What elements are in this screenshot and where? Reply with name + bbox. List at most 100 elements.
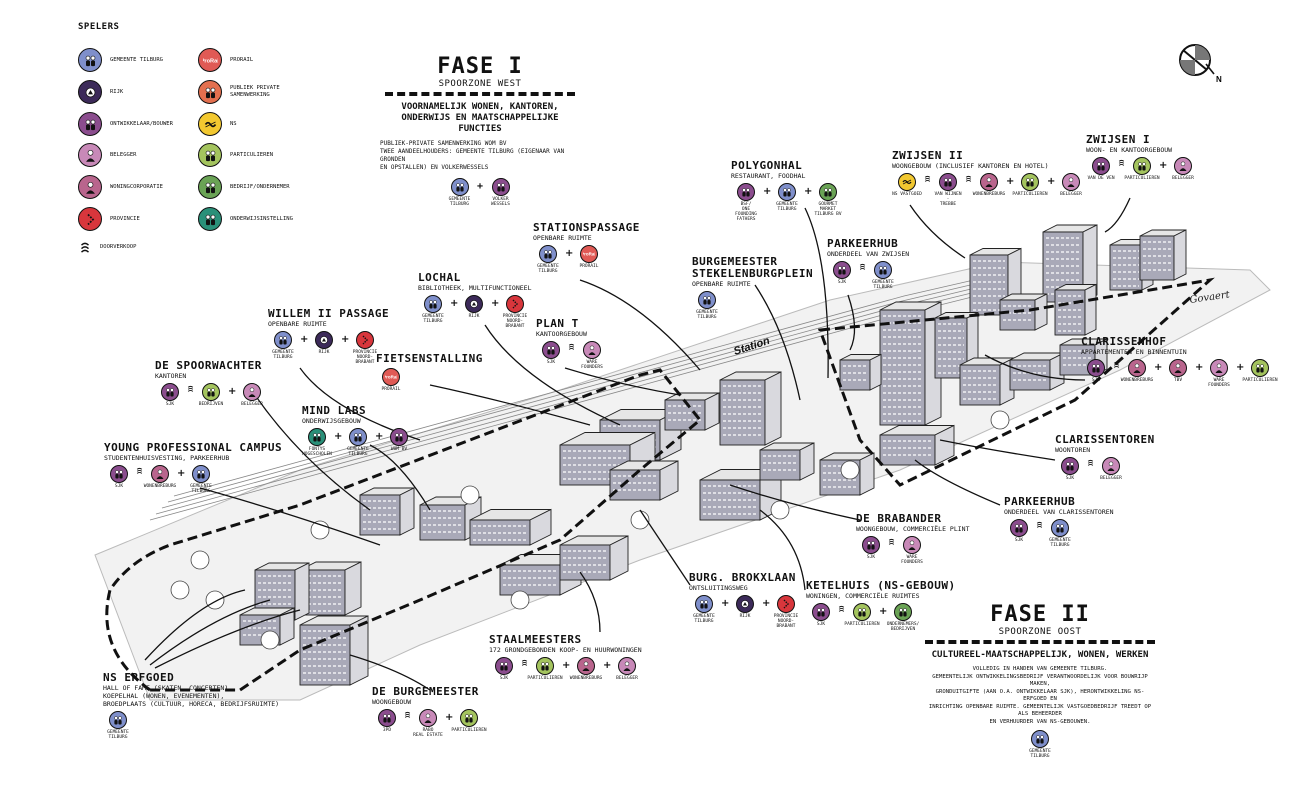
resale-link-icon [1118, 157, 1125, 176]
individuals-icon [536, 657, 554, 675]
project-title: Burgemeester Stekelenburgplein [692, 255, 814, 280]
legend-item-prorail: ProRailProRail [198, 48, 253, 72]
plus-sign: + [476, 181, 484, 192]
building-side [869, 353, 882, 391]
player-label: Gemeente Tilburg [537, 264, 559, 274]
resale-link-icon [1087, 457, 1094, 476]
project-title: Young Professional Campus [104, 441, 283, 454]
building-side [294, 562, 310, 621]
fase-1-purpose: Voornamelijk wonen, kantoren, onderwijs … [401, 102, 559, 134]
building-front [879, 434, 936, 466]
gemeente-tilburg-icon [698, 291, 716, 309]
player: WOM BV [384, 428, 414, 452]
developer-icon [1087, 359, 1105, 377]
tree [770, 500, 790, 520]
player: Particulieren [1242, 359, 1278, 383]
tree [990, 410, 1010, 430]
project-players: NS vastgoedVan Wijnen - TrebbeWonenbrebu… [892, 173, 1086, 207]
building-front [999, 299, 1036, 331]
player-label: Provincie Noord-Brabant [352, 350, 378, 365]
gemeente-tilburg-icon [349, 428, 367, 446]
leader-line [759, 509, 806, 591]
player-label: Bedrijven [198, 402, 224, 407]
developer-icon [939, 173, 957, 191]
prorail-logo-icon: ProRail [198, 48, 222, 72]
resale-link-icon [924, 173, 931, 192]
investor-icon [583, 341, 601, 359]
player-label: Rijk [468, 314, 480, 319]
building-front [759, 449, 801, 481]
compass-arrow [1205, 63, 1215, 75]
building-side [799, 442, 815, 481]
project-players: Fontys Hogescholen+Gemeente Tilburg+WOM … [302, 428, 414, 457]
fase-2-zone: Spoorzone Oost [998, 627, 1082, 637]
project-title: Parkeerhub [1004, 495, 1076, 508]
legend-item-label: NS [230, 120, 237, 127]
project-subtitle: Woontoren [1055, 446, 1091, 454]
player: Bedrijven [196, 383, 226, 407]
project-players: SJKGemeente Tilburg [827, 261, 909, 290]
project-ketelhuis: Ketelhuis (NS-gebouw)Woningen, commercië… [806, 580, 956, 633]
gemeente-tilburg-icon [695, 595, 713, 613]
building-front [879, 309, 926, 426]
player-label: Particulieren [1012, 192, 1048, 197]
player: Rijk [730, 595, 760, 619]
plus-sign: + [334, 431, 343, 442]
player: Gemeente Tilburg [186, 465, 216, 494]
player: Fontys Hogescholen [302, 428, 332, 457]
leader-line [729, 484, 861, 521]
project-subtitle: Restaurant, foodhal [731, 172, 806, 180]
gemeente-tilburg-icon [450, 178, 469, 196]
project-players: ProRailProRail [376, 368, 483, 392]
player-label: TBV [1173, 378, 1183, 383]
province-icon [777, 595, 795, 613]
player-label: Belegger [1172, 176, 1194, 181]
player-label: Ware Founders [581, 360, 603, 370]
svg-text:ProRail: ProRail [203, 58, 218, 64]
fase-2-description: Volledig in handen van Gemeente Tilburg.… [928, 666, 1152, 725]
project-subtitle: Bibliotheek, multifunctioneel [418, 284, 532, 292]
player-label: NS vastgoed [892, 192, 922, 197]
player-label: Gemeente Tilburg [696, 310, 718, 320]
player: Van de Ven [1086, 157, 1116, 181]
project-subtitle: Hall of Fame (skaten, concerten), Koepel… [103, 684, 280, 708]
compass-north-label: N [1216, 75, 1222, 84]
project-title: Polygonhal [731, 159, 803, 172]
player: SJK [827, 261, 857, 285]
gemeente-tilburg-icon [1031, 730, 1049, 748]
prorail-logo-icon: ProRail [580, 245, 598, 263]
project-polygonhal: PolygonhalRestaurant, foodhalBSF/ One Fo… [731, 159, 843, 223]
project-subtitle: Woon- en kantoorgebouw [1086, 146, 1173, 154]
plus-sign: + [1195, 362, 1204, 373]
player-label: Gemeente Tilburg [107, 730, 129, 740]
project-subtitle: Studentenhuisvesting, parkeerhub [104, 454, 230, 462]
project-clarissentoren: ClarissentorenWoontorenSJKBelegger [1055, 434, 1155, 482]
building-front [1109, 244, 1143, 291]
fase-1-zone: Spoorzone West [438, 79, 522, 89]
player: Gourmet Market Tilburg BV [813, 183, 843, 217]
building-front [1054, 289, 1086, 336]
individuals-icon [853, 603, 871, 621]
building-front [499, 564, 561, 596]
plus-sign: + [879, 606, 888, 617]
project-subtitle: Openbare ruimte [533, 234, 592, 242]
leader-line [847, 294, 856, 351]
player-label: Wonenbreburg [143, 484, 177, 489]
project-title: Stationspassage [533, 221, 640, 234]
leader-line [579, 279, 701, 371]
project-subtitle: Ontsluitingsweg [689, 584, 748, 592]
project-subtitle: Openbare ruimte [692, 280, 751, 288]
project-title: Staalmeesters [489, 633, 582, 646]
project-subtitle: Woongebouw (inclusief kantoren en hotel) [892, 162, 1049, 170]
project-players: SJKBelegger [1055, 457, 1155, 481]
rijk-icon [78, 80, 102, 104]
legend-item-rijk: Rijk [78, 80, 123, 104]
tree [310, 520, 330, 540]
fase-2-dashed-line [925, 640, 1155, 644]
building-side [1082, 224, 1098, 303]
player-label: Particulieren [1124, 176, 1160, 181]
individuals-icon [1251, 359, 1269, 377]
education-icon [308, 428, 326, 446]
player-label: Volker Wessels [491, 197, 510, 207]
leader-line [804, 207, 829, 379]
